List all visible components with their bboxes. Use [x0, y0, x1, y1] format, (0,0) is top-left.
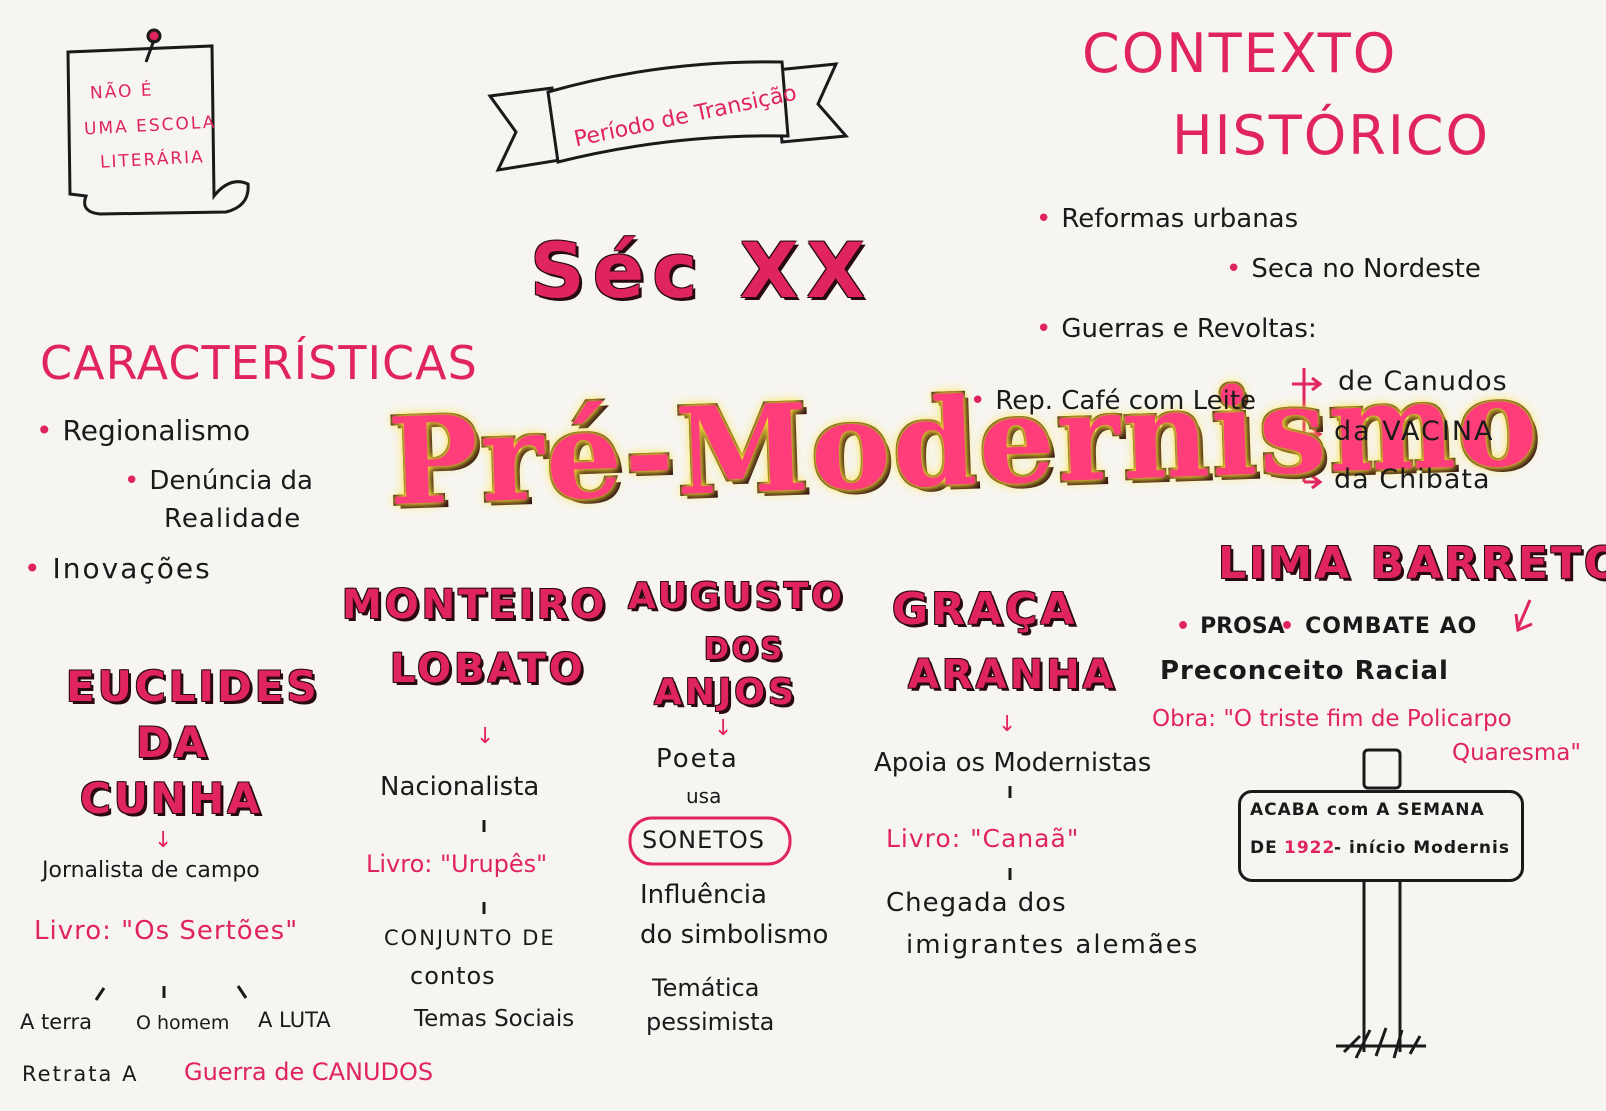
graca-desc-1: Chegada dos — [886, 888, 1067, 918]
augusto-desc-3: Temática — [652, 974, 760, 1002]
augusto-role-1: Poeta — [656, 744, 739, 774]
lima-obra-2: Quaresma" — [1452, 740, 1581, 766]
lima-arrow-icon — [1514, 599, 1533, 633]
lima-line-2: Preconceito Racial — [1160, 656, 1449, 686]
graca-name-2: ARANHA — [908, 652, 1117, 698]
contexto-item-1: Reformas urbanas — [1036, 204, 1298, 234]
monteiro-name-2: LOBATO — [390, 646, 586, 692]
contexto-heading-1: CONTEXTO — [1082, 22, 1398, 85]
contexto-item-3: Guerras e Revoltas: — [1036, 314, 1316, 344]
sign-line-2b: 1922 — [1284, 838, 1336, 858]
graca-arrow-icon: ↓ — [998, 712, 1017, 737]
note-paper-icon — [66, 28, 250, 216]
augusto-desc-2: do simbolismo — [640, 920, 829, 950]
euclides-part-1: A terra — [20, 1010, 92, 1034]
revoltas-bracket — [1292, 368, 1323, 490]
euclides-part-2: O homem — [136, 1012, 230, 1034]
euclides-name-2: DA — [136, 718, 210, 767]
sign-line-2a: DE — [1250, 838, 1278, 858]
augusto-name-2: DOS — [704, 632, 786, 667]
augusto-sonetos: SONETOS — [642, 826, 766, 854]
augusto-name-1: AUGUSTO — [628, 576, 845, 617]
caracteristica-3: Inovações — [24, 552, 212, 585]
sonetos-oval — [628, 816, 792, 866]
euclides-guerra: Guerra de CANUDOS — [184, 1058, 434, 1086]
monteiro-book: Livro: "Urupês" — [366, 850, 548, 878]
revolta-3: da Chibata — [1334, 464, 1491, 495]
euclides-part-3: A LUTA — [258, 1008, 331, 1032]
ribbon-banner-icon — [487, 60, 850, 172]
euclides-name-3: CUNHA — [80, 774, 263, 823]
augusto-name-3: ANJOS — [654, 672, 797, 713]
lima-name: LIMA BARRETO — [1218, 538, 1606, 589]
graca-book: Livro: "Canaã" — [886, 824, 1080, 853]
sign-line-1: ACABA com A SEMANA — [1250, 800, 1485, 820]
euclides-arrow-icon: ↓ — [154, 828, 173, 853]
contexto-heading-2: HISTÓRICO — [1172, 104, 1490, 167]
century-heading: Séc XX — [530, 226, 873, 315]
monteiro-desc-3: Temas Sociais — [414, 1006, 575, 1032]
monteiro-desc-2: contos — [410, 962, 496, 990]
signpost-icon — [1336, 748, 1426, 1059]
euclides-role: Jornalista de campo — [42, 858, 260, 883]
euclides-name-1: EUCLIDES — [66, 662, 320, 711]
euclides-book: Livro: "Os Sertões" — [34, 916, 299, 946]
monteiro-name-1: MONTEIRO — [342, 582, 608, 628]
augusto-arrow-icon: ↓ — [714, 716, 733, 741]
graca-role: Apoia os Modernistas — [874, 748, 1152, 778]
graca-desc-2: imigrantes alemães — [906, 930, 1200, 960]
split-ticks — [94, 786, 1012, 1001]
caracteristicas-heading: CARACTERÍSTICAS — [40, 336, 478, 390]
contexto-item-2: Seca no Nordeste — [1226, 254, 1480, 284]
monteiro-desc-1: CONJUNTO DE — [384, 926, 556, 950]
caracteristica-2: Denúncia da — [124, 466, 313, 496]
revolta-2: da VACINA — [1334, 416, 1495, 447]
lima-line-1b: COMBATE AO — [1280, 614, 1477, 639]
graca-name-1: GRAÇA — [892, 584, 1078, 635]
revolta-1: de Canudos — [1338, 366, 1508, 397]
lima-obra-1: Obra: "O triste fim de Policarpo — [1152, 706, 1512, 732]
monteiro-role: Nacionalista — [380, 772, 540, 802]
augusto-desc-4: pessimista — [646, 1008, 775, 1036]
caracteristica-2b: Realidade — [164, 504, 302, 534]
caracteristica-1: Regionalismo — [36, 414, 251, 447]
contexto-item-4: Rep. Café com Leite — [970, 386, 1256, 416]
euclides-retrata: Retrata A — [22, 1062, 139, 1086]
sign-line-2c: - início Modernis — [1334, 838, 1510, 858]
augusto-role-2: usa — [686, 784, 722, 808]
sign-board — [1238, 790, 1524, 882]
note-line-1: NÃO É — [89, 80, 155, 104]
augusto-desc-1: Influência — [640, 880, 767, 910]
monteiro-arrow-icon: ↓ — [476, 724, 495, 749]
lima-line-1a: PROSA — [1176, 614, 1285, 639]
